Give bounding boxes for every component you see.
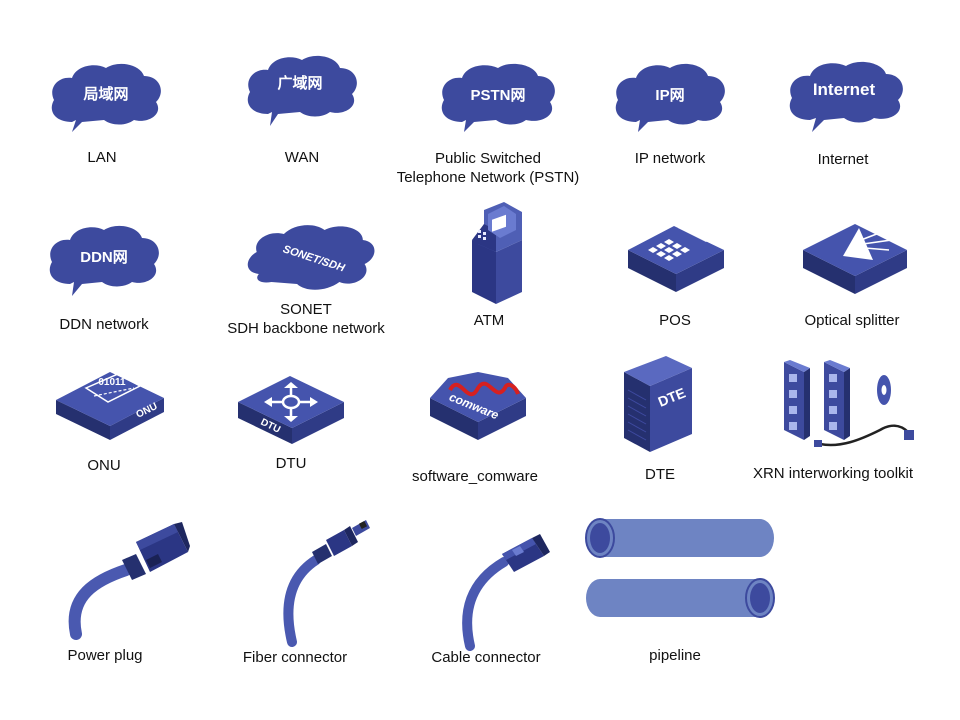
ddn-label: DDN network [59,316,149,333]
pipeline-label: pipeline [649,647,701,664]
cloud-icon: SONET/SDH [247,225,375,290]
cloud-text-ip: IP网 [655,87,684,104]
pstn-label-line2: Telephone Network (PSTN) [396,169,580,186]
cloud-icon: 局域网 [51,63,161,133]
internet-label: Internet [817,151,869,168]
comware-label: software_comware [412,468,538,485]
pstn-label-line1: Public Switched [435,150,541,167]
dtu-icon: DTU [238,376,344,444]
cloud-text-internet: Internet [813,80,876,99]
comware-icon: comware [430,372,526,440]
pos-terminal-icon [628,222,724,292]
xrn-toolkit-icon [784,360,914,447]
cable-label: Cable connector [431,649,541,666]
cable-connector-icon [462,534,550,651]
onu-icon: 01011 ONU [56,372,164,440]
cloud-text-pstn: PSTN网 [470,87,525,104]
pipeline-icon [585,518,775,618]
onu-digits: 01011 [98,377,126,388]
cloud-icon: IP网 [615,63,725,133]
pos-label: POS [659,312,691,329]
cloud-text-ddn: DDN网 [80,249,128,266]
power-plug-icon [68,522,190,640]
dtu-label: DTU [275,455,307,472]
sonet-label-line1: SONET [280,301,332,318]
cloud-icon: DDN网 [49,225,159,296]
cloud-text-wan: 广域网 [277,74,322,92]
splitter-label: Optical splitter [804,312,900,329]
cloud-text-lan: 局域网 [82,85,128,103]
onu-label: ONU [87,457,121,474]
atm-machine-icon [472,202,522,304]
xrn-label: XRN interworking toolkit [752,465,914,482]
powerplug-label: Power plug [67,647,143,664]
cloud-icon: PSTN网 [441,63,555,133]
fiber-label: Fiber connector [242,649,348,666]
sonet-label-line2: SDH backbone network [227,320,385,337]
lan-label: LAN [87,149,117,166]
fiber-connector-icon [283,520,370,647]
wan-label: WAN [284,149,320,166]
cloud-icon: 广域网 [247,55,357,127]
atm-label: ATM [473,312,505,329]
dte-server-icon: DTE [624,356,692,452]
ip-label: IP network [634,150,706,167]
cloud-icon: Internet [789,61,903,133]
dte-label: DTE [645,466,675,483]
optical-splitter-icon [803,224,907,294]
